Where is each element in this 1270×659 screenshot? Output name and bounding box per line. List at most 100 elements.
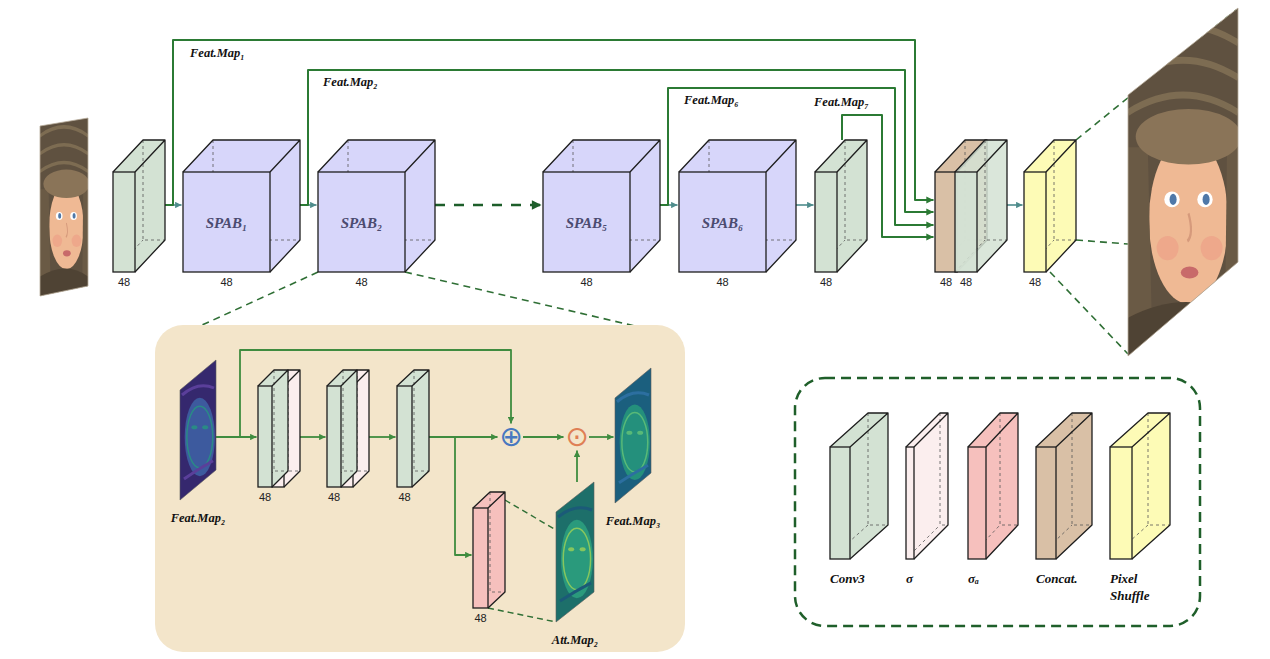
add-operator: ⊕	[499, 425, 523, 449]
node-shape	[556, 482, 594, 622]
projection-line	[1076, 240, 1128, 244]
slab-edge	[543, 140, 660, 272]
node-shape	[679, 140, 796, 272]
slab-body	[968, 413, 1018, 559]
legend-label: Concat.	[1036, 571, 1098, 588]
slab-edge	[258, 370, 288, 487]
node-shape	[327, 370, 369, 487]
slab-body	[1024, 140, 1076, 272]
output-photo-frame	[1128, 8, 1238, 356]
legend-label: σₐ	[968, 571, 1030, 588]
front-face	[473, 508, 488, 608]
channel-count: 48	[1029, 276, 1041, 290]
map-eye	[568, 547, 574, 551]
arrow-connector	[1007, 204, 1023, 206]
front-face	[543, 172, 630, 272]
channel-count: 48	[118, 276, 130, 290]
front-face	[1024, 172, 1046, 272]
map-frame	[615, 368, 651, 503]
slab-body	[1110, 413, 1170, 559]
map-face	[561, 520, 593, 598]
conv-layer: 48	[397, 370, 429, 487]
feature-map-label: Feat.Map₃	[606, 514, 661, 530]
slab-edge	[830, 413, 888, 559]
front-face	[1110, 447, 1132, 559]
front-face	[327, 386, 341, 487]
slab-edge	[955, 140, 1007, 272]
hidden-edge	[1024, 140, 1076, 272]
arrow-connector	[300, 436, 326, 438]
edge-label-holder: Feat.Map₇	[814, 95, 869, 110]
legend-entry: σ	[906, 413, 968, 588]
conv-layer: 48	[815, 140, 867, 272]
legend-swatch	[968, 413, 1022, 561]
front-face	[318, 172, 405, 272]
slab-edge	[1036, 413, 1092, 559]
slab-body	[815, 140, 867, 272]
slab-edge	[1024, 140, 1076, 272]
map-frame	[180, 360, 216, 500]
slab-edge	[906, 413, 948, 559]
front-face	[113, 172, 135, 272]
pixel-shuffle-layer: 48	[1024, 140, 1076, 272]
map-face	[620, 404, 650, 480]
feature-map-label: Feat.Map₂	[323, 75, 378, 90]
arrow-connector	[523, 436, 564, 438]
map-texture	[617, 393, 649, 483]
zoom-line	[200, 272, 318, 326]
arrow-connector	[369, 436, 396, 438]
feature-map-image: Feat.Map₂	[180, 360, 216, 500]
hidden-edge	[830, 413, 888, 559]
spab-block: SPAB₁48	[183, 140, 300, 272]
block-name: SPAB₂	[341, 214, 383, 233]
slab-edge	[815, 140, 867, 272]
map-eye	[637, 431, 643, 435]
block-name: SPAB₆	[702, 214, 744, 233]
slab-edge	[679, 140, 796, 272]
slab-edge	[968, 413, 1018, 559]
channel-count: 48	[474, 612, 486, 626]
input-photo	[40, 118, 89, 296]
output-photo	[1128, 8, 1241, 356]
slab-edge	[397, 370, 429, 487]
legend-swatch	[830, 413, 892, 561]
hidden-edge	[955, 140, 1007, 272]
operator-symbol: ⊙	[565, 423, 588, 451]
slab-edge	[327, 370, 357, 487]
feature-map-picture	[180, 360, 216, 500]
channel-count: 48	[580, 276, 592, 290]
slab-body	[1036, 413, 1092, 559]
feature-map-label: Feat.Map₁	[190, 46, 245, 61]
conv-sigmoid-pair: 48	[327, 370, 369, 487]
channel-count: 48	[328, 491, 340, 505]
feature-map-label: Feat.Map₂	[171, 511, 226, 527]
hidden-edge	[113, 140, 165, 272]
channel-count: 48	[940, 276, 952, 290]
slab-body	[113, 140, 165, 272]
node-shape	[543, 140, 660, 272]
legend-entry: Concat.	[1036, 413, 1098, 588]
channel-count: 48	[259, 491, 271, 505]
front-face	[397, 386, 412, 487]
legend-entry: Conv3	[830, 413, 892, 588]
hidden-edge	[258, 370, 288, 487]
attention-map-image: Att.Map₂	[556, 482, 594, 622]
map-ground	[180, 360, 216, 500]
map-eye	[202, 425, 208, 429]
legend-label: σ	[906, 571, 968, 588]
legend-label: Pixel Shuffle	[1110, 571, 1172, 605]
channel-count: 48	[398, 491, 410, 505]
conv-layer: 48	[955, 140, 1007, 272]
feature-map-picture	[556, 482, 594, 622]
slab-body	[327, 370, 357, 487]
map-eye	[626, 431, 632, 435]
front-face	[815, 172, 837, 272]
conv-layer: 48	[113, 140, 165, 272]
node-shape	[113, 140, 165, 272]
legend-swatch	[906, 413, 952, 561]
node-shape	[258, 370, 300, 487]
slab-edge	[113, 140, 165, 272]
